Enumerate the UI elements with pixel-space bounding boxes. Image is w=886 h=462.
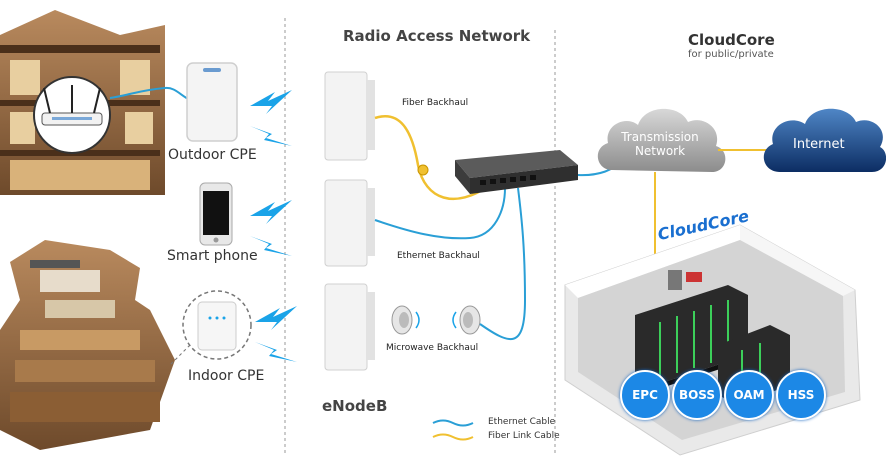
fiber-connector bbox=[418, 165, 428, 175]
legend-ethernet-line bbox=[433, 421, 473, 426]
network-switch bbox=[455, 150, 578, 194]
fiber-backhaul-label: Fiber Backhaul bbox=[402, 98, 468, 108]
enodeb-units bbox=[325, 72, 375, 370]
enodeb-unit-2 bbox=[325, 180, 367, 266]
ethernet-backhaul-label: Ethernet Backhaul bbox=[397, 251, 480, 261]
module-boss-badge: BOSS bbox=[672, 370, 722, 420]
enodeb-label: eNodeB bbox=[322, 397, 387, 415]
module-hss-badge: HSS bbox=[776, 370, 826, 420]
cloudcore-subtitle: for public/private bbox=[688, 49, 774, 60]
legend-ethernet-label: Ethernet Cable bbox=[488, 417, 555, 427]
microwave-backhaul-cable bbox=[480, 188, 525, 339]
internet-label: Internet bbox=[793, 137, 845, 152]
transmission-network-label: Transmission Network bbox=[615, 130, 705, 158]
legend-fiber-label: Fiber Link Cable bbox=[488, 431, 560, 441]
microwave-dishes bbox=[392, 306, 480, 334]
wireless-signal-group bbox=[250, 90, 297, 362]
module-oam-badge: OAM bbox=[724, 370, 774, 420]
enodeb-unit-3 bbox=[325, 284, 367, 370]
legend-fiber-line bbox=[433, 435, 473, 440]
house-top-illustration bbox=[0, 10, 165, 195]
enodeb-unit-1 bbox=[325, 72, 367, 160]
radio-access-network-title: Radio Access Network bbox=[343, 27, 530, 45]
signal-bolt bbox=[250, 90, 292, 114]
signal-bolt bbox=[250, 200, 292, 224]
cloudcore-title: CloudCore bbox=[688, 31, 775, 49]
signal-bolt bbox=[250, 126, 292, 146]
house-bottom-illustration bbox=[0, 240, 175, 450]
smart-phone-device bbox=[200, 183, 232, 245]
outdoor-cpe-device bbox=[187, 63, 237, 141]
smart-phone-label: Smart phone bbox=[167, 248, 258, 264]
signal-bolt bbox=[255, 342, 297, 362]
signal-bolt bbox=[255, 306, 297, 330]
outdoor-cpe-label: Outdoor CPE bbox=[168, 147, 257, 163]
module-epc-badge: EPC bbox=[620, 370, 670, 420]
microwave-backhaul-label: Microwave Backhaul bbox=[386, 343, 478, 353]
indoor-cpe-device bbox=[170, 291, 251, 365]
indoor-cpe-label: Indoor CPE bbox=[188, 368, 264, 384]
